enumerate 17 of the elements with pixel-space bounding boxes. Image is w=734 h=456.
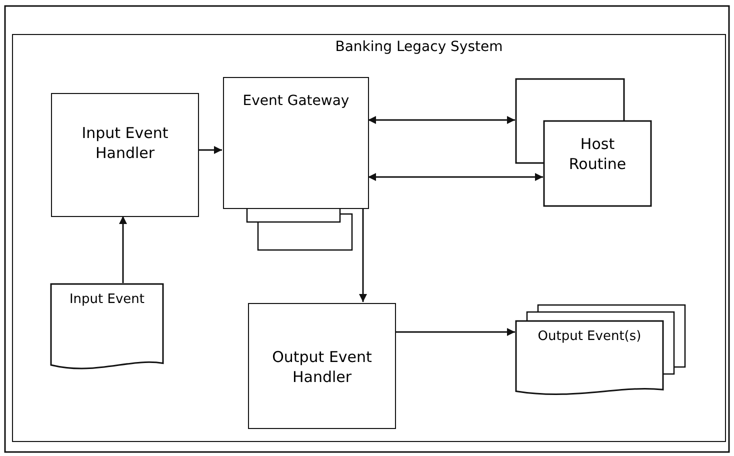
system-title: Banking Legacy System [334, 39, 504, 55]
node-label: Output Event Handler [271, 347, 373, 387]
node-label: Input Event [68, 291, 146, 309]
arrow [368, 173, 543, 181]
node-label: Input Event Handler [80, 123, 170, 163]
node-label: Output Event(s) [536, 328, 642, 346]
process-box [223, 77, 369, 209]
arrow [395, 328, 515, 336]
arrow [368, 116, 515, 124]
arrow [119, 216, 127, 283]
node-label: Host Routine [568, 134, 628, 174]
arrow [198, 146, 222, 154]
arrow [359, 208, 367, 302]
process-box [248, 303, 396, 429]
process-box [51, 93, 199, 217]
stacked-process-box [516, 79, 651, 206]
node-label: Event Gateway [242, 92, 350, 110]
